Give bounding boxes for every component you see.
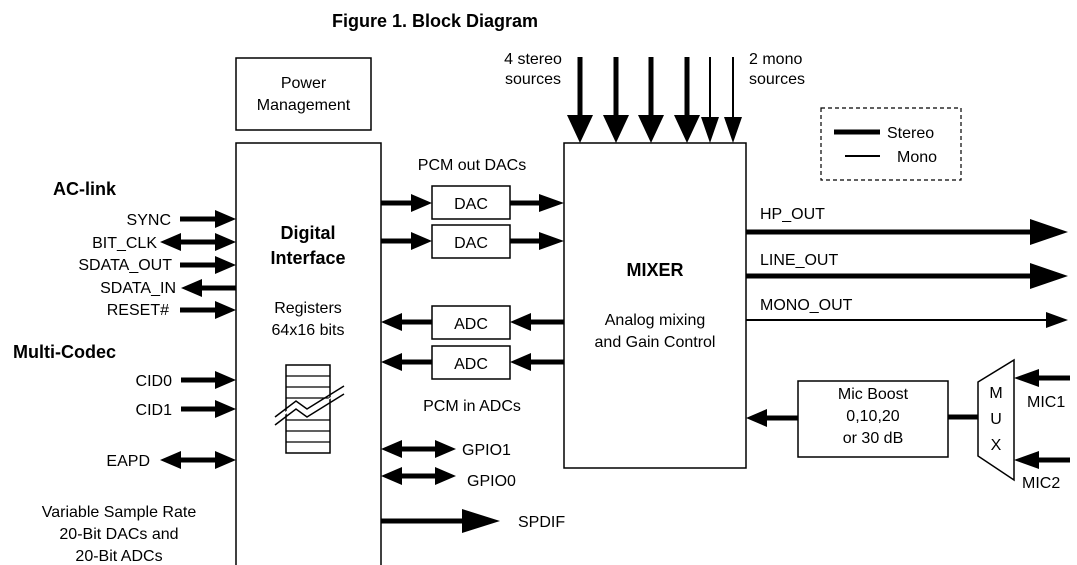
sync-label: SYNC [127, 212, 171, 229]
mic2-arrow [1014, 451, 1070, 469]
legend: Stereo Mono [820, 107, 962, 181]
figure-title: Figure 1. Block Diagram [332, 11, 538, 31]
digital-interface-block: Digital Interface Registers 64x16 bits [235, 142, 382, 565]
mono-source-arrows [701, 57, 742, 143]
gpio0-arrow [381, 467, 456, 485]
gpio0-label: GPIO0 [467, 473, 516, 490]
dac-block-1: DAC [431, 185, 511, 220]
pcm-in-label: PCM in ADCs [423, 398, 521, 415]
power-label-1: Power [281, 75, 327, 92]
mux-label-u: U [990, 411, 1002, 428]
sync-arrow [180, 210, 236, 228]
cid0-label: CID0 [136, 373, 173, 390]
dac-2-label: DAC [454, 235, 488, 252]
eapd-label: EAPD [106, 453, 150, 470]
reset-arrow [180, 301, 236, 319]
mixer-desc-2: and Gain Control [595, 334, 716, 351]
mic-boost-label-1: Mic Boost [838, 386, 909, 403]
digital-label-2: Interface [270, 248, 345, 268]
mono-sources-label-2: sources [749, 71, 805, 88]
adc-block-2: ADC [431, 345, 511, 380]
hp-out-label: HP_OUT [760, 206, 825, 223]
register-stack-icon [274, 364, 345, 454]
mux-block: M U X [977, 358, 1015, 482]
pcm-out-label: PCM out DACs [418, 157, 526, 174]
mono-out-arrow [746, 312, 1068, 328]
mic2-label: MIC2 [1022, 475, 1060, 492]
adc-1-label: ADC [454, 316, 488, 333]
mic-boost-label-3: or 30 dB [843, 430, 903, 447]
stereo-sources-label-1: 4 stereo [504, 51, 562, 68]
multi-codec-heading: Multi-Codec [13, 342, 116, 362]
cid1-arrow [181, 400, 236, 418]
ac-link-heading: AC-link [53, 179, 117, 199]
adc-block-1: ADC [431, 305, 511, 340]
legend-stereo-label: Stereo [887, 125, 934, 142]
stereo-sources-label-2: sources [505, 71, 561, 88]
cid1-label: CID1 [136, 402, 173, 419]
sdata-in-arrow [181, 279, 236, 297]
spdif-label: SPDIF [518, 514, 565, 531]
reset-label: RESET# [107, 302, 169, 319]
cid0-arrow [181, 371, 236, 389]
bit-clk-arrow [160, 233, 236, 251]
vsr-label-3: 20-Bit ADCs [75, 548, 162, 565]
mic1-label: MIC1 [1027, 394, 1065, 411]
mixer-block: MIXER Analog mixing and Gain Control [563, 142, 747, 469]
gpio1-label: GPIO1 [462, 442, 511, 459]
line-out-label: LINE_OUT [760, 252, 838, 269]
dac-1-label: DAC [454, 196, 488, 213]
sdata-in-label: SDATA_IN [100, 280, 176, 297]
sdata-out-arrow [180, 256, 236, 274]
legend-mono-label: Mono [897, 149, 937, 166]
eapd-arrow [160, 451, 236, 469]
mic1-arrow [1014, 369, 1070, 387]
gpio1-arrow [381, 440, 456, 458]
spdif-arrow [381, 509, 500, 533]
mux-label-x: X [991, 437, 1002, 454]
dac-block-2: DAC [431, 224, 511, 259]
mic-boost-label-2: 0,10,20 [846, 408, 899, 425]
bit-clk-label: BIT_CLK [92, 235, 157, 252]
vsr-label-1: Variable Sample Rate [42, 504, 197, 521]
hp-out-arrow [746, 219, 1068, 245]
power-label-2: Management [257, 97, 351, 114]
mic-boost-block: Mic Boost 0,10,20 or 30 dB [797, 380, 949, 458]
line-out-arrow [746, 263, 1068, 289]
dac-arrows [381, 194, 564, 250]
registers-label-2: 64x16 bits [272, 322, 345, 339]
digital-label-1: Digital [280, 223, 335, 243]
sdata-out-label: SDATA_OUT [78, 257, 172, 274]
adc-arrows [381, 313, 564, 371]
stereo-source-arrows [567, 57, 700, 143]
mixer-label: MIXER [626, 260, 683, 280]
adc-2-label: ADC [454, 356, 488, 373]
mic-boost-to-mixer-arrow [746, 409, 798, 427]
mono-out-label: MONO_OUT [760, 297, 853, 314]
mono-sources-label-1: 2 mono [749, 51, 802, 68]
registers-label-1: Registers [274, 300, 342, 317]
mux-label-m: M [989, 385, 1002, 402]
vsr-label-2: 20-Bit DACs and [59, 526, 178, 543]
power-management-block: Power Management [235, 57, 372, 131]
mixer-desc-1: Analog mixing [605, 312, 706, 329]
